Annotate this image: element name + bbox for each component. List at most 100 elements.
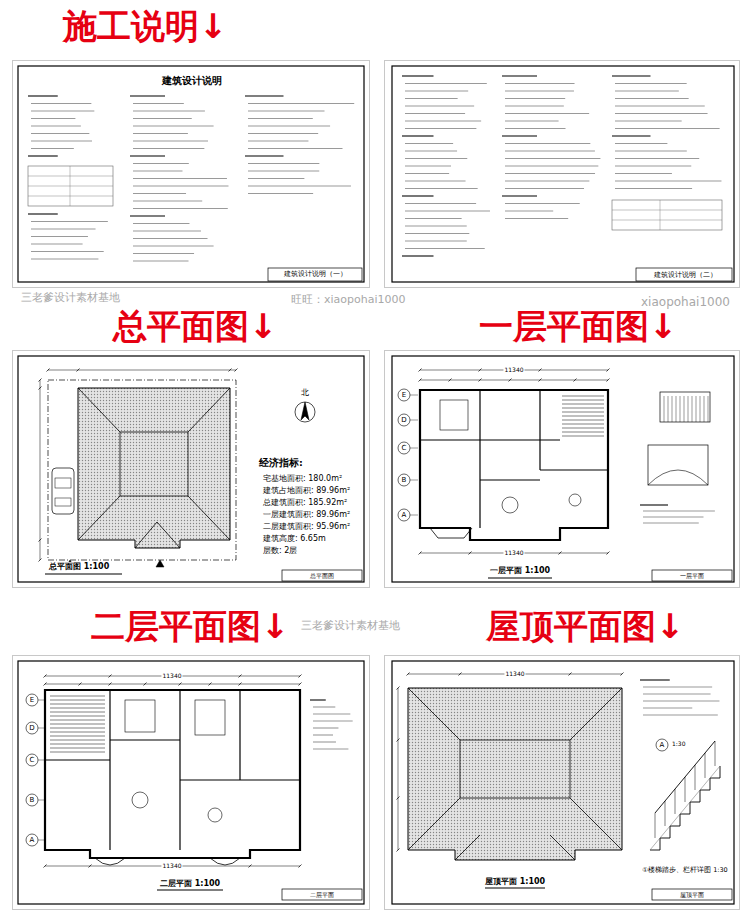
dimension-line	[40, 380, 41, 560]
text-texture	[615, 83, 687, 84]
text-texture	[133, 148, 204, 149]
railing-bar	[676, 396, 677, 422]
text-texture	[505, 98, 565, 99]
stair-tread	[50, 712, 105, 713]
panel-heading: 二层平面图↓	[91, 607, 290, 646]
text-texture	[615, 90, 679, 91]
dining-table	[502, 497, 518, 513]
dimension-line	[45, 684, 300, 685]
text-texture	[405, 218, 462, 219]
text-texture	[31, 148, 74, 149]
text-texture	[505, 120, 559, 121]
text-texture	[615, 143, 667, 144]
baluster	[675, 789, 676, 814]
axis-bubble	[398, 509, 410, 521]
stair-tread	[50, 708, 105, 709]
dimension-tick	[239, 675, 242, 678]
stair-tread	[562, 432, 604, 433]
sheet-frame	[18, 66, 364, 282]
watermark: 旺旺：xiaopohai1000	[290, 294, 407, 307]
text-texture	[248, 185, 351, 186]
text-texture	[313, 706, 335, 707]
dimension-tick	[44, 675, 47, 678]
text-texture	[28, 213, 58, 215]
drawing-title: 屋顶平面 1:100	[484, 877, 546, 886]
text-texture	[133, 223, 189, 224]
text-texture	[612, 75, 651, 77]
drawing-title: 二层平面 1:100	[159, 879, 221, 888]
text-texture	[405, 233, 469, 234]
sheet-frame	[392, 356, 734, 582]
railing-bar	[672, 396, 673, 422]
axis-label: D	[29, 724, 34, 732]
dimension-tick	[539, 379, 542, 382]
text-texture	[31, 228, 96, 229]
stair-tread	[562, 408, 604, 409]
detail-plan	[648, 445, 708, 485]
watermark: 三老爹设计素材基地	[300, 620, 401, 633]
axis-line	[38, 700, 44, 701]
dimension-line	[420, 380, 608, 381]
text-texture	[31, 103, 91, 104]
axis-label: B	[402, 476, 407, 484]
watermark: 三老爹设计素材基地	[20, 292, 121, 305]
text-texture	[643, 707, 692, 708]
text-texture	[505, 83, 575, 84]
text-texture	[505, 180, 589, 181]
bay-window	[430, 528, 472, 538]
text-texture	[405, 98, 458, 99]
text-texture	[502, 75, 537, 77]
dimension-line	[48, 370, 236, 371]
text-texture	[133, 170, 183, 171]
text-texture	[31, 258, 98, 259]
text-texture	[615, 105, 705, 106]
dimension-tick	[607, 379, 610, 382]
text-texture	[643, 686, 712, 687]
text-texture	[31, 140, 92, 141]
axis-line	[38, 800, 44, 801]
stair-tread	[562, 436, 604, 437]
index-row: 建筑高度: 6.65m	[262, 534, 327, 543]
text-texture	[615, 98, 689, 99]
sheet-frame	[392, 661, 734, 904]
dimension-tick	[569, 673, 572, 676]
dimension-tick	[407, 673, 410, 676]
text-texture	[505, 90, 574, 91]
stair-tread	[562, 404, 604, 405]
table-rule	[28, 196, 113, 197]
railing-bar	[692, 396, 693, 422]
baluster	[705, 753, 706, 778]
title-block	[652, 889, 732, 900]
text-texture	[640, 679, 670, 681]
text-texture	[505, 158, 600, 159]
round-table	[208, 808, 222, 822]
text-texture	[31, 125, 81, 126]
title-block-text: 一层平面	[679, 572, 705, 579]
dimension-tick	[621, 673, 624, 676]
stair-tread	[562, 428, 604, 429]
text-texture	[505, 188, 584, 189]
stair-tread	[50, 744, 105, 745]
text-texture	[502, 135, 537, 137]
roof-hip-lines	[408, 688, 622, 860]
dimension-tick	[39, 539, 42, 542]
dimension-tick	[77, 369, 80, 372]
car-window	[55, 498, 71, 506]
text-texture	[313, 734, 333, 735]
text-texture	[133, 185, 228, 186]
text-texture	[405, 225, 467, 226]
partition-wall	[480, 479, 540, 480]
round-table	[132, 792, 148, 808]
partition-wall	[109, 690, 110, 850]
stair-steps	[650, 766, 720, 850]
sheet-frame	[392, 66, 734, 282]
detail-scale: 1:30	[671, 741, 686, 748]
dimension-tick	[559, 552, 562, 555]
text-texture	[310, 699, 326, 701]
text-texture	[31, 243, 83, 244]
text-texture	[643, 700, 719, 701]
text-texture	[133, 238, 208, 239]
dimension-tick	[89, 865, 92, 868]
